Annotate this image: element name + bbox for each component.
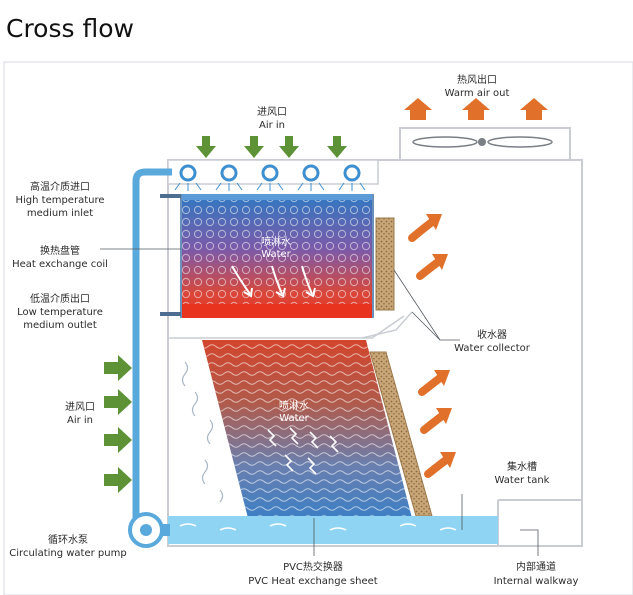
pump-label-en: Circulating water pump — [9, 548, 126, 559]
labels: 热风出口 Warm air out 进风口 Air in 高温介质进口 High… — [9, 73, 578, 587]
airflow-waves — [181, 361, 224, 503]
water-drop-arrow — [267, 427, 339, 475]
fan-icon — [399, 127, 571, 161]
high-temp-inlet-label-en-2: medium inlet — [27, 208, 93, 219]
pvc-label-cn: PVC热交换器 — [283, 560, 343, 573]
spray-upper-label-en: Water — [261, 249, 291, 260]
pvc-label-en: PVC Heat exchange sheet — [248, 576, 377, 587]
air-in-top-label-cn: 进风口 — [257, 106, 287, 118]
page-title: Cross flow — [6, 14, 134, 43]
walkway-label-cn: 内部通道 — [516, 560, 556, 573]
heat-coil-label-en: Heat exchange coil — [12, 259, 108, 270]
outer-frame — [3, 61, 633, 595]
leader-lines — [100, 248, 539, 556]
warm-air-out-arrows — [404, 98, 548, 120]
top-air-in-arrows — [196, 136, 347, 158]
collector-label-cn: 收水器 — [477, 328, 507, 341]
warm-air-out-label-en: Warm air out — [445, 88, 510, 99]
pvc-heat-exchange-sheet — [202, 340, 412, 518]
air-in-top-label-en: Air in — [259, 120, 285, 131]
circulation-pipe — [132, 168, 172, 522]
high-temp-inlet-label-cn: 高温介质进口 — [30, 180, 90, 193]
walkway-label-en: Internal walkway — [494, 576, 579, 587]
side-air-in-arrows — [104, 355, 132, 493]
water-drop-arrow — [231, 265, 316, 298]
orange-warm-air-arrowheads — [426, 214, 456, 468]
partition-lines — [168, 311, 413, 339]
orange-warm-air-arrow — [408, 218, 450, 478]
spray-lower-label-cn: 喷淋水 — [279, 399, 309, 412]
low-temp-outlet-label-cn: 低温介质出口 — [30, 292, 90, 305]
air-in-side-label-cn: 进风口 — [65, 401, 95, 413]
collector-label-en: Water collector — [454, 343, 531, 354]
high-temp-inlet-label-en-1: High temperature — [15, 195, 104, 206]
warm-air-out-label-cn: 热风出口 — [457, 73, 497, 86]
low-temp-outlet-label-en-1: Low temperature — [17, 307, 103, 318]
pump-label-cn: 循环水泵 — [48, 533, 88, 546]
spray-upper-label-cn: 喷淋水 — [261, 235, 291, 248]
heat-exchange-coil — [180, 194, 374, 318]
low-temp-outlet-label-en-2: medium outlet — [23, 320, 97, 331]
tank-label-cn: 集水槽 — [507, 460, 537, 473]
water-collector-upper — [375, 217, 395, 311]
spray-lower-label-en: Water — [279, 413, 309, 424]
circulating-water-pump — [128, 512, 170, 548]
water-tank — [168, 516, 498, 544]
spray-header — [167, 159, 379, 191]
air-in-side-label-en: Air in — [67, 415, 93, 426]
heat-coil-label-cn: 换热盘管 — [40, 244, 80, 257]
tank-label-en: Water tank — [495, 475, 550, 486]
pipe-stubs — [160, 194, 181, 316]
